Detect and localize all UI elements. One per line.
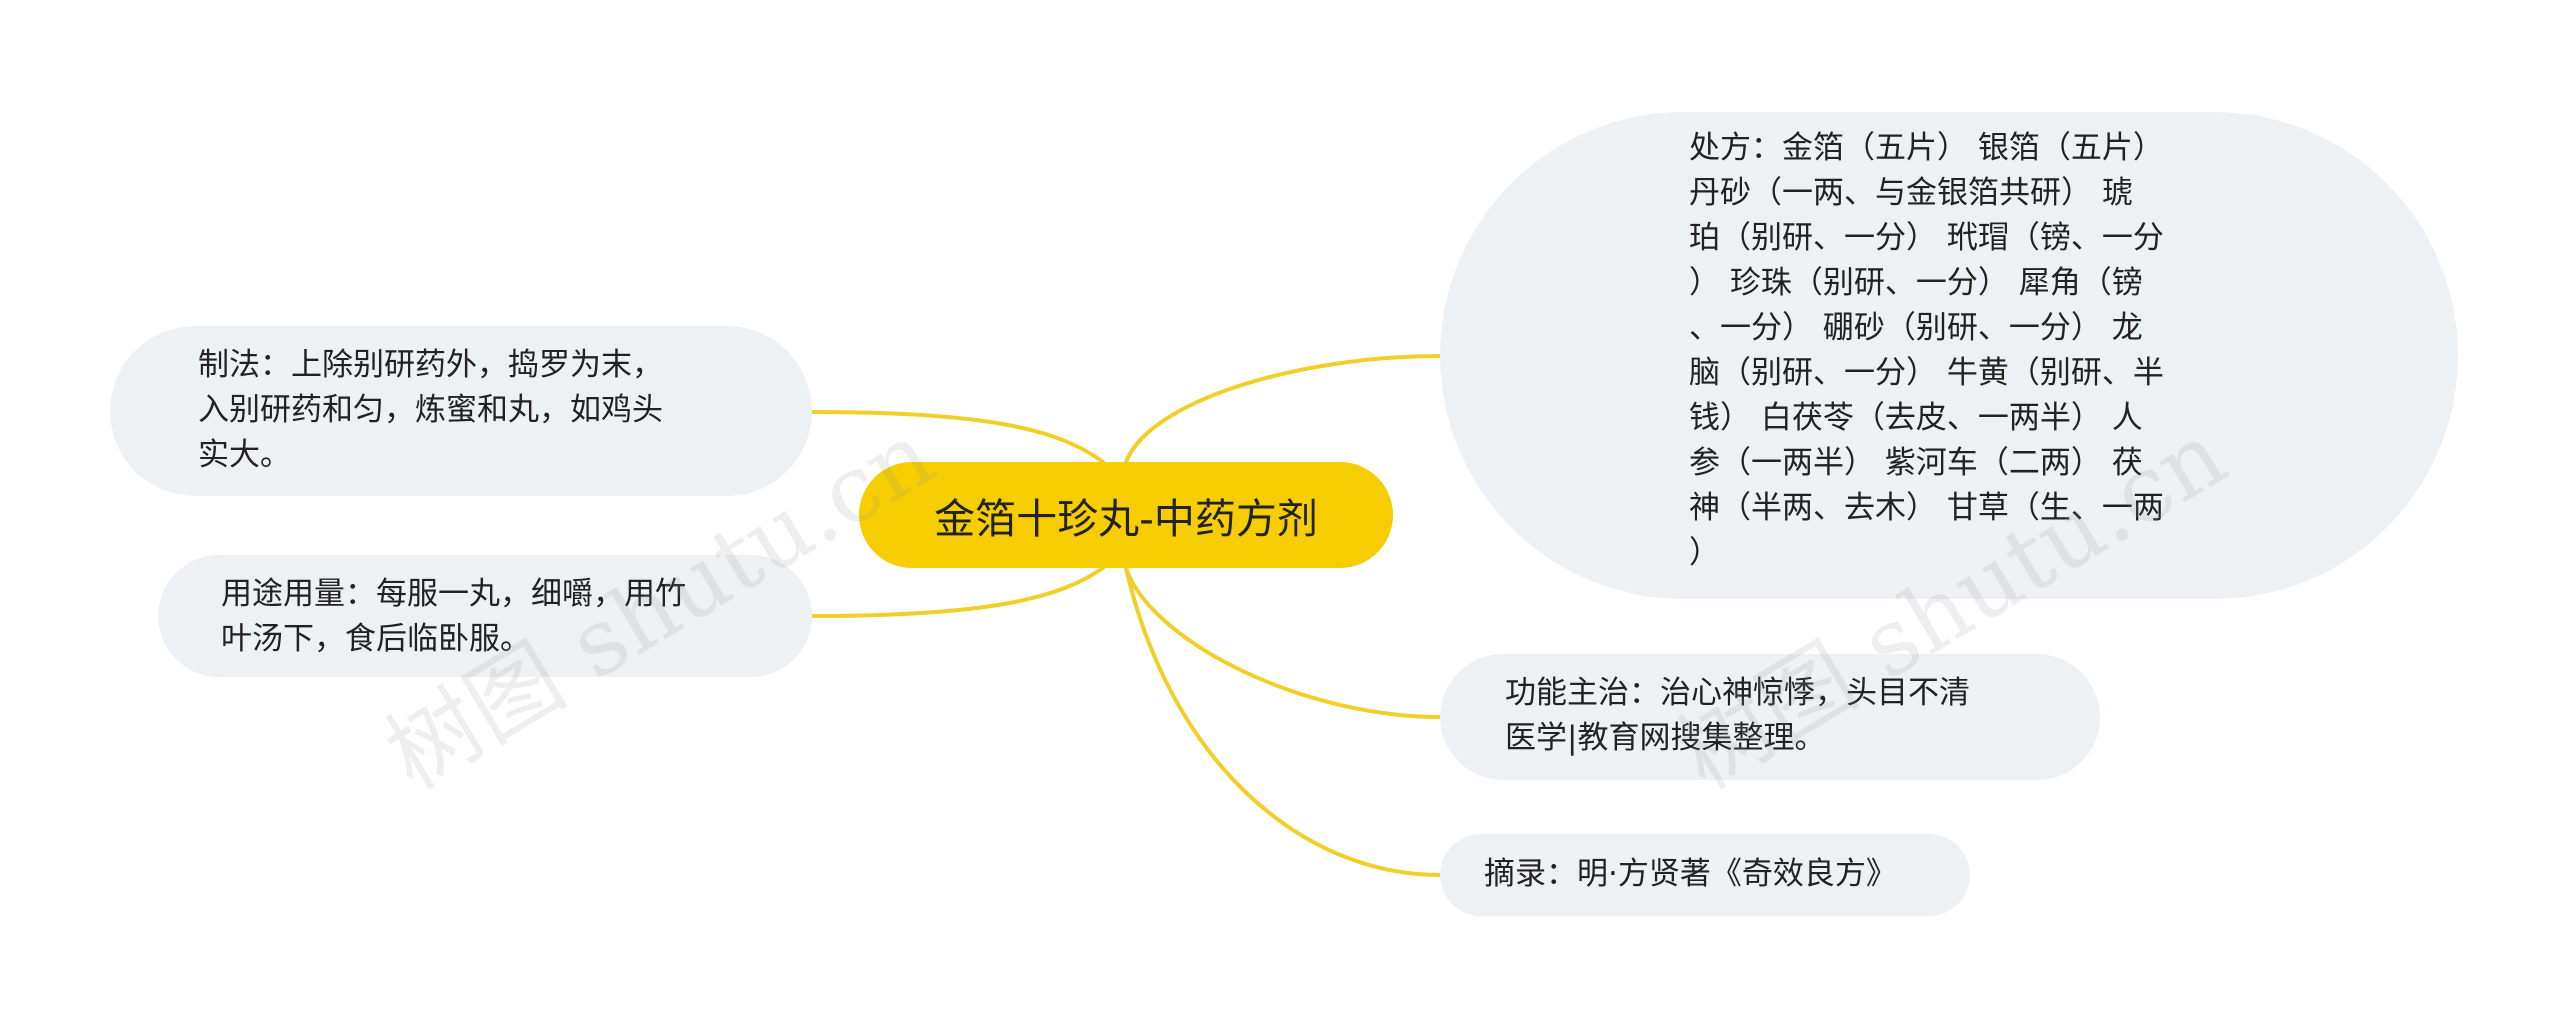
link-usage xyxy=(810,566,1105,618)
link-prescription xyxy=(1124,354,1442,464)
node-prescription-text: 处方：金箔（五片） 银箔（五片） 丹砂（一两、与金银箔共研） 琥 珀（别研、一分… xyxy=(1689,130,2164,571)
node-usage-dosage-text: 用途用量：每服一丸，细嚼，用竹 叶汤下，食后临卧服。 xyxy=(221,576,686,657)
link-method xyxy=(810,410,1105,464)
node-usage-dosage[interactable]: 用途用量：每服一丸，细嚼，用竹 叶汤下，食后临卧服。 xyxy=(158,555,812,677)
central-topic[interactable]: 金箔十珍丸-中药方剂 xyxy=(859,462,1393,568)
link-function xyxy=(1124,566,1442,719)
node-prescription[interactable]: 处方：金箔（五片） 银箔（五片） 丹砂（一两、与金银箔共研） 琥 珀（别研、一分… xyxy=(1440,112,2458,599)
node-preparation-method[interactable]: 制法：上除别研药外，捣罗为末， 入别研药和匀，炼蜜和丸，如鸡头 实大。 xyxy=(110,326,812,496)
node-function-indication-text: 功能主治：治心神惊悸，头目不清 医学|教育网搜集整理。 xyxy=(1505,675,1970,756)
node-excerpt-source[interactable]: 摘录：明·方贤著《奇效良方》 xyxy=(1440,834,1970,916)
link-excerpt xyxy=(1124,566,1442,877)
node-preparation-method-text: 制法：上除别研药外，捣罗为末， 入别研药和匀，炼蜜和丸，如鸡头 实大。 xyxy=(198,347,663,473)
node-excerpt-source-text: 摘录：明·方贤著《奇效良方》 xyxy=(1484,856,1897,892)
node-function-indication[interactable]: 功能主治：治心神惊悸，头目不清 医学|教育网搜集整理。 xyxy=(1440,654,2100,780)
central-topic-label: 金箔十珍丸-中药方剂 xyxy=(934,495,1318,543)
